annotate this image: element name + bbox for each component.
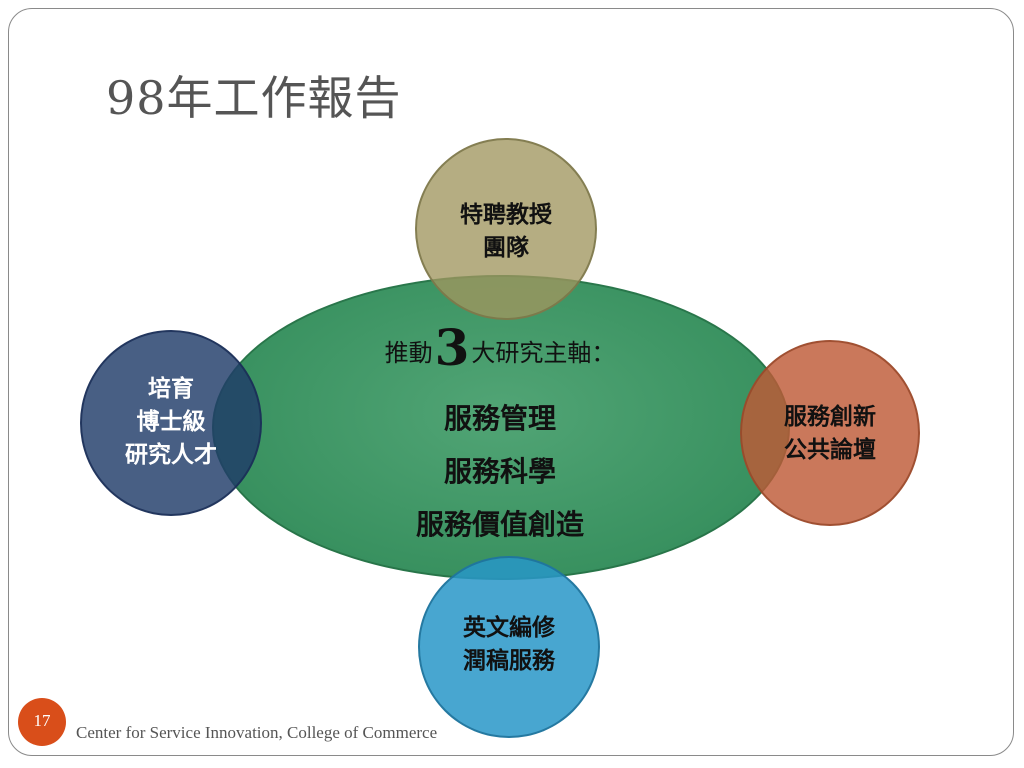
top-circle-label: 特聘教授 團隊 <box>415 198 597 264</box>
bottom-circle-line: 英文編修 <box>463 614 555 641</box>
center-item-list: 服務管理 服務科學 服務價值創造 <box>300 392 700 551</box>
center-item: 服務科學 <box>443 455 556 488</box>
bottom-circle <box>418 556 600 738</box>
left-circle-line: 博士級 <box>136 408 206 435</box>
top-circle-line: 特聘教授 <box>460 201 552 228</box>
right-circle-label: 服務創新 公共論壇 <box>740 400 920 466</box>
page-number-badge: 17 <box>18 698 66 746</box>
slide-title: 98年工作報告 <box>106 71 402 125</box>
left-circle-line: 培育 <box>148 375 194 402</box>
left-circle <box>80 330 262 516</box>
center-heading: 推動3大研究主軸： <box>300 318 700 377</box>
center-ellipse <box>212 275 790 580</box>
center-item: 服務價值創造 <box>415 508 584 541</box>
left-circle-line: 研究人才 <box>125 441 217 468</box>
top-circle <box>415 138 597 320</box>
center-heading-prefix: 推動 <box>384 339 433 367</box>
right-circle-line: 公共論壇 <box>784 436 876 463</box>
top-circle-line: 團隊 <box>483 234 529 261</box>
right-circle-line: 服務創新 <box>784 403 876 430</box>
bottom-circle-label: 英文編修 潤稿服務 <box>418 611 600 677</box>
center-heading-number: 3 <box>434 318 470 377</box>
bottom-circle-line: 潤稿服務 <box>463 647 555 674</box>
center-item: 服務管理 <box>443 402 556 435</box>
left-circle-label: 培育 博士級 研究人才 <box>80 372 262 471</box>
right-circle <box>740 340 920 526</box>
footer-text: Center for Service Innovation, College o… <box>76 723 438 742</box>
center-heading-suffix: 大研究主軸： <box>471 339 616 367</box>
